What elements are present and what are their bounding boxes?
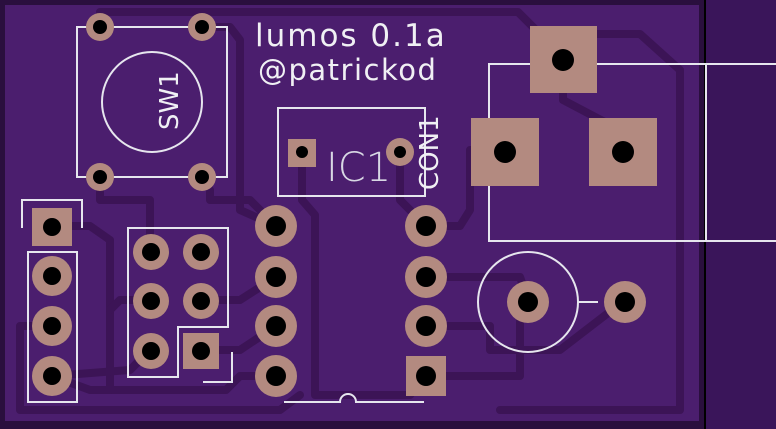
drill-hole xyxy=(43,317,61,335)
drill-hole xyxy=(142,292,160,310)
drill-hole xyxy=(416,316,436,336)
drill-hole xyxy=(192,243,210,261)
con1-power-jack xyxy=(471,26,776,242)
drill-hole xyxy=(43,367,61,385)
switch-actuator-outline xyxy=(101,51,203,153)
drill-hole xyxy=(195,170,209,184)
ic1-outline xyxy=(277,107,426,197)
drill-hole xyxy=(93,170,107,184)
drill-hole xyxy=(142,243,160,261)
board-author: @patrickod xyxy=(258,53,437,87)
drill-hole xyxy=(266,216,286,236)
drill-hole xyxy=(518,292,538,312)
left-header-outline xyxy=(27,251,78,403)
drill-hole xyxy=(192,342,210,360)
drill-hole xyxy=(142,342,160,360)
led-footprint xyxy=(477,251,646,353)
drill-hole xyxy=(43,267,61,285)
ic1-label: IC1 xyxy=(326,145,391,191)
drill-hole xyxy=(93,20,107,34)
drill-hole xyxy=(192,292,210,310)
drill-hole xyxy=(266,267,286,287)
drill-hole xyxy=(394,146,406,158)
board-title: lumos 0.1a xyxy=(255,18,447,54)
switch-outline xyxy=(76,26,228,178)
dip8-right-pins xyxy=(405,205,447,396)
switch-label: SW1 xyxy=(155,71,185,130)
connector-label: CON1 xyxy=(415,115,445,190)
dip8-left-pins xyxy=(255,205,297,397)
ic1-part: IC1 xyxy=(277,107,426,197)
drill-hole xyxy=(266,316,286,336)
drill-hole xyxy=(416,267,436,287)
dip8-footprint xyxy=(255,205,447,403)
switch-pads xyxy=(86,13,216,191)
icsp-header xyxy=(127,227,233,383)
left-header-key xyxy=(21,199,83,228)
offboard-strip xyxy=(706,0,776,429)
icsp-outline xyxy=(127,227,229,378)
drill-hole xyxy=(296,146,308,158)
drill-hole xyxy=(552,49,574,71)
drill-hole xyxy=(43,218,61,236)
drill-hole xyxy=(416,216,436,236)
drill-hole xyxy=(416,366,436,386)
drill-hole xyxy=(615,292,635,312)
drill-hole xyxy=(195,20,209,34)
left-header xyxy=(21,199,83,403)
icsp-pin1-marker xyxy=(203,352,233,383)
dip8-silk-line xyxy=(284,393,424,403)
drill-hole xyxy=(266,366,286,386)
switch-sw1: SW1 xyxy=(76,13,228,191)
drill-hole xyxy=(612,141,634,163)
drill-hole xyxy=(494,141,516,163)
